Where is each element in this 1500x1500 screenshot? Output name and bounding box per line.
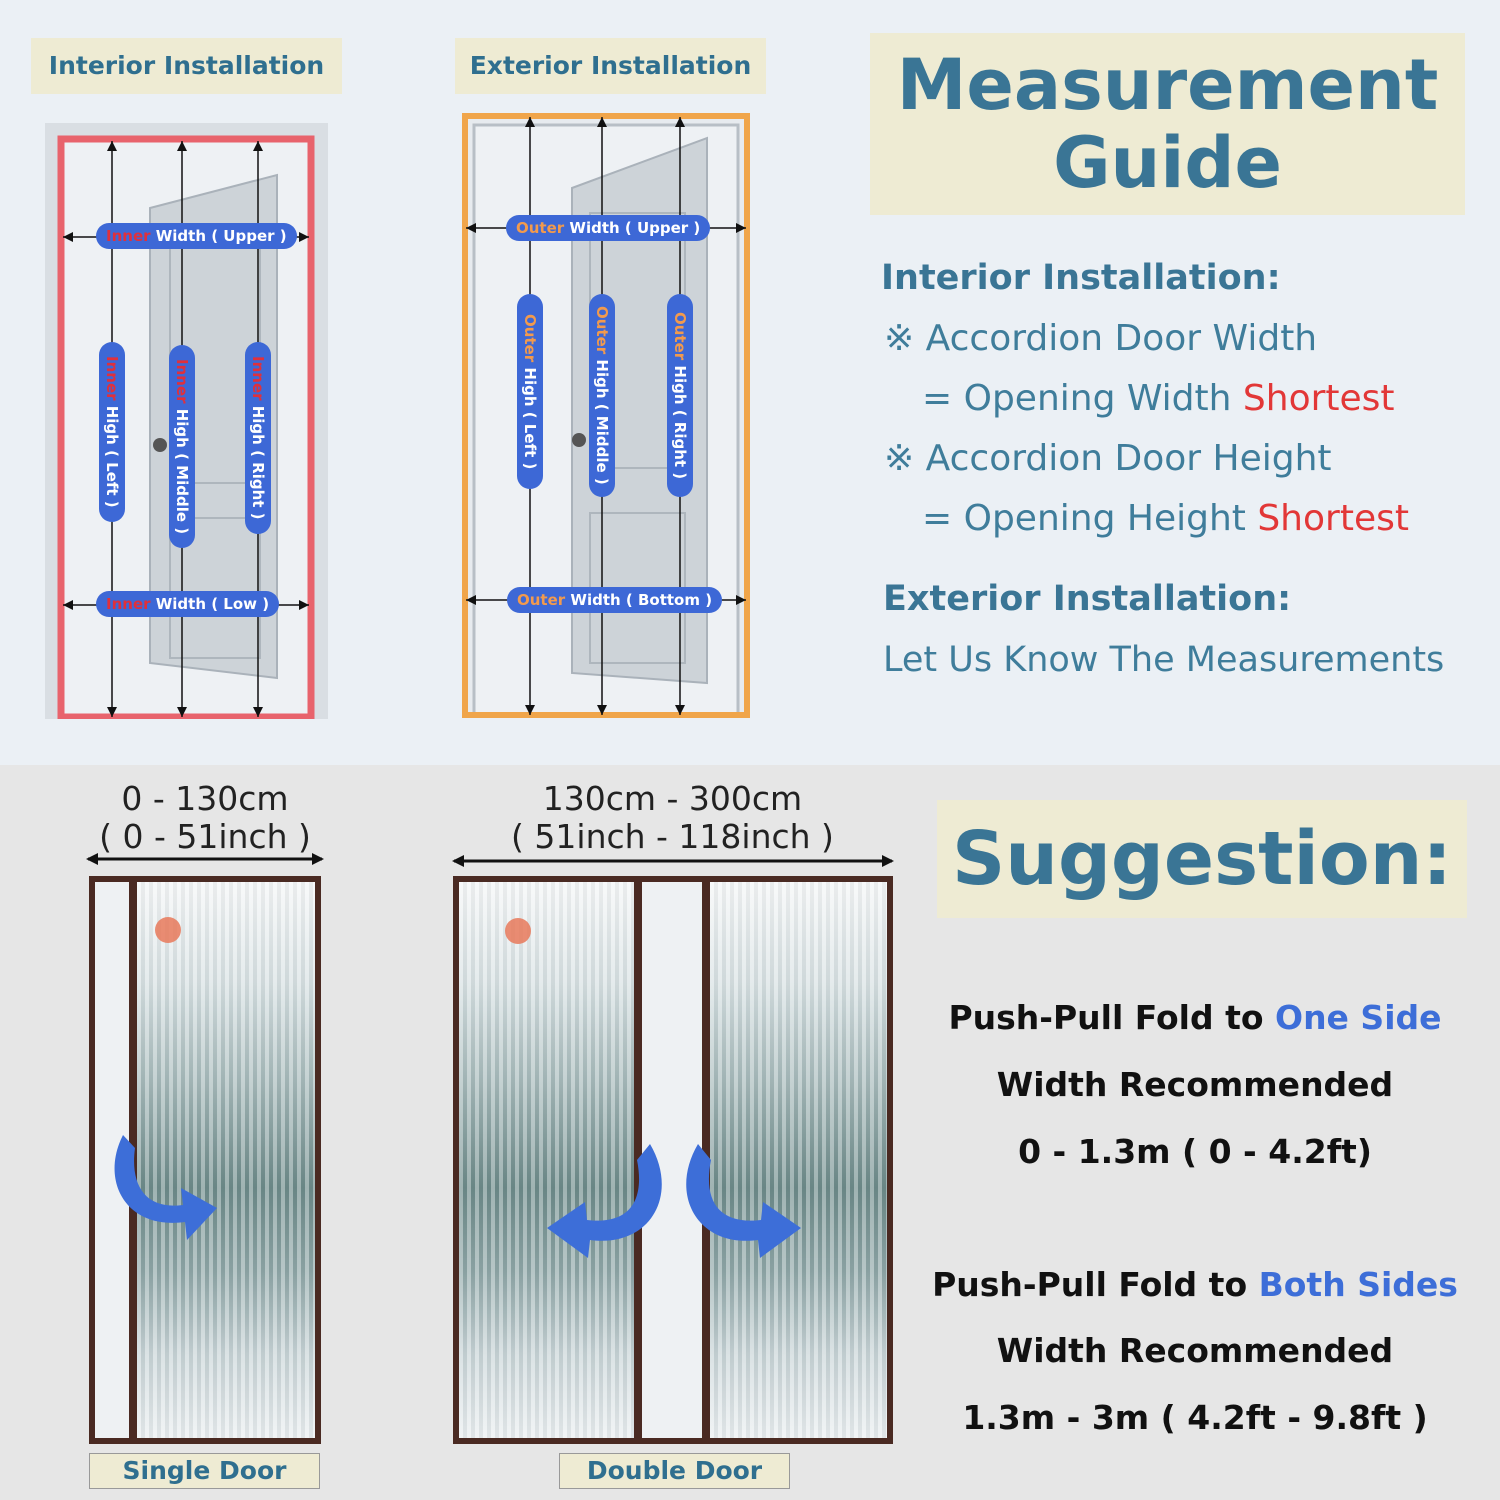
one-side-recommended: Width Recommended xyxy=(996,1065,1394,1104)
single-dim-inch: ( 0 - 51inch ) xyxy=(99,817,311,856)
outer-prefix: Outer xyxy=(671,312,689,361)
interior-heading: Interior Installation: xyxy=(881,258,1281,298)
width-shortest: Shortest xyxy=(1242,378,1395,419)
inner-high-middle-text: High ( Middle ) xyxy=(173,403,191,535)
exterior-heading: Exterior Installation: xyxy=(883,579,1292,619)
outer-high-right-text: High ( Right ) xyxy=(671,360,689,480)
inner-high-left-text: High ( Left ) xyxy=(103,400,121,508)
height-equation-text: = Opening Height xyxy=(922,498,1258,539)
height-shortest: Shortest xyxy=(1257,498,1409,539)
exterior-measure-frame xyxy=(462,113,750,718)
exterior-installation-tag: Exterior Installation xyxy=(455,38,766,94)
single-door-label: Single Door xyxy=(89,1453,320,1489)
outer-high-left-text: High ( Left ) xyxy=(521,362,539,470)
measurement-guide-title: Measurement Guide xyxy=(870,33,1465,215)
inner-width-upper-label: Inner Width ( Upper ) xyxy=(96,223,297,249)
interior-installation-tag: Interior Installation xyxy=(31,38,342,94)
both-sides-range: 1.3m - 3m ( 4.2ft - 9.8ft ) xyxy=(962,1398,1428,1437)
outer-prefix: Outer xyxy=(593,306,611,355)
door-height-line: ※ Accordion Door Height xyxy=(884,438,1332,479)
sun-icon xyxy=(155,917,181,943)
single-dim-cm: 0 - 130cm xyxy=(121,779,289,818)
double-dim-cm: 130cm - 300cm xyxy=(542,779,803,818)
interior-measure-frame xyxy=(57,135,315,721)
both-sides-prefix: Push-Pull Fold to xyxy=(932,1265,1259,1304)
one-side-line: Push-Pull Fold to One Side xyxy=(895,998,1495,1037)
single-door-dimension: 0 - 130cm ( 0 - 51inch ) xyxy=(85,780,325,856)
outer-width-bottom-label: Outer Width ( Bottom ) xyxy=(507,587,723,613)
inner-high-middle-label: Inner High ( Middle ) xyxy=(169,345,195,549)
one-side-accent: One Side xyxy=(1275,998,1442,1037)
inner-prefix: Inner xyxy=(106,227,151,245)
outer-width-bottom-text: Width ( Bottom ) xyxy=(565,591,713,609)
one-side-range: 0 - 1.3m ( 0 - 4.2ft) xyxy=(1018,1132,1372,1171)
inner-high-left-label: Inner High ( Left ) xyxy=(99,342,125,522)
outer-prefix: Outer xyxy=(516,219,565,237)
double-fold-left-arrow-icon xyxy=(547,1144,662,1258)
inner-prefix: Inner xyxy=(106,595,151,613)
guide-title-line1: Measurement xyxy=(896,44,1439,126)
inner-prefix: Inner xyxy=(173,359,191,404)
double-door-right-screen xyxy=(710,882,887,1438)
double-width-arrow xyxy=(452,855,894,867)
one-side-prefix: Push-Pull Fold to xyxy=(948,998,1276,1037)
door-width-line: ※ Accordion Door Width xyxy=(884,318,1318,359)
single-width-arrow xyxy=(86,853,324,865)
outer-high-right-label: Outer High ( Right ) xyxy=(667,294,693,498)
both-sides-recommended: Width Recommended xyxy=(996,1331,1394,1370)
single-fold-arrow-icon xyxy=(114,1135,217,1240)
double-door-left-screen xyxy=(459,882,634,1438)
double-fold-right-arrow-icon xyxy=(686,1144,801,1258)
suggestion-title: Suggestion: xyxy=(937,800,1467,918)
both-sides-accent: Both Sides xyxy=(1258,1265,1458,1304)
outer-width-upper-label: Outer Width ( Upper ) xyxy=(506,215,711,241)
width-equation-text: = Opening Width xyxy=(922,378,1243,419)
inner-prefix: Inner xyxy=(103,356,121,401)
double-dim-inch: ( 51inch - 118inch ) xyxy=(511,817,834,856)
both-sides-line: Push-Pull Fold to Both Sides xyxy=(895,1265,1495,1304)
height-equation: = Opening Height Shortest xyxy=(922,498,1409,539)
double-door-frame xyxy=(453,876,893,1444)
outer-prefix: Outer xyxy=(517,591,566,609)
sun-icon xyxy=(505,918,531,944)
inner-width-low-text: Width ( Low ) xyxy=(150,595,270,613)
exterior-text: Let Us Know The Measurements xyxy=(883,640,1445,680)
inner-width-low-label: Inner Width ( Low ) xyxy=(96,591,280,617)
width-equation: = Opening Width Shortest xyxy=(922,378,1395,419)
outer-high-left-label: Outer High ( Left ) xyxy=(517,294,543,490)
inner-high-right-text: High ( Right ) xyxy=(249,400,267,520)
inner-high-right-label: Inner High ( Right ) xyxy=(245,342,271,534)
outer-high-middle-text: High ( Middle ) xyxy=(593,354,611,485)
outer-high-middle-label: Outer High ( Middle ) xyxy=(589,294,615,497)
outer-width-upper-text: Width ( Upper ) xyxy=(564,219,701,237)
single-door-screen xyxy=(137,882,315,1438)
inner-prefix: Inner xyxy=(249,356,267,401)
double-door-label: Double Door xyxy=(559,1453,790,1489)
double-door-dimension: 130cm - 300cm ( 51inch - 118inch ) xyxy=(480,780,865,856)
inner-width-upper-text: Width ( Upper ) xyxy=(150,227,287,245)
guide-title-line2: Guide xyxy=(1053,122,1282,204)
outer-prefix: Outer xyxy=(521,314,539,363)
